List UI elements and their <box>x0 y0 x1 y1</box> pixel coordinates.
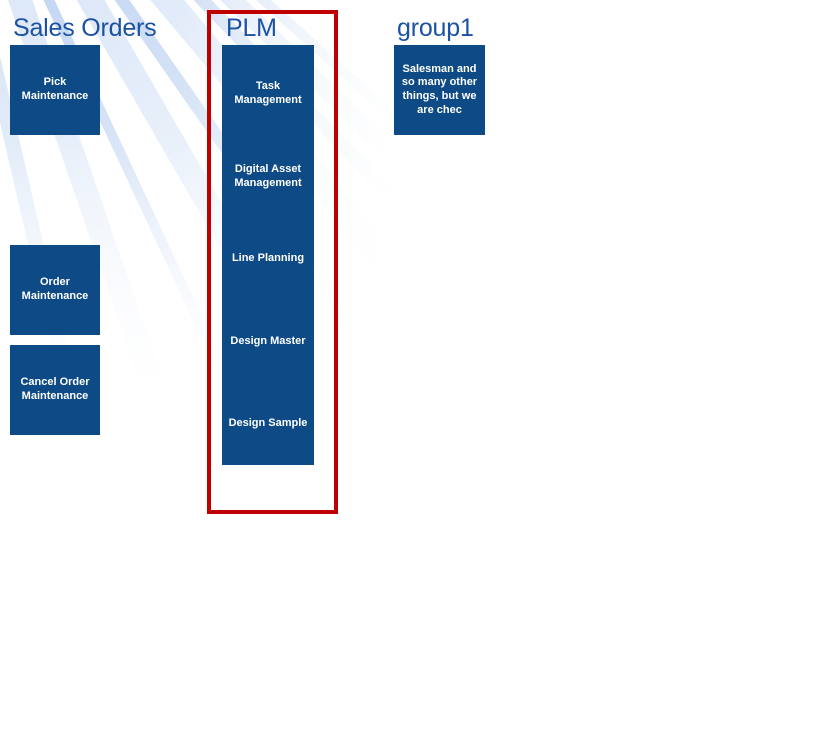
tile-salesman[interactable]: Salesman and so many other things, but w… <box>394 45 485 135</box>
tile-label: Salesman and so many other things, but w… <box>401 62 478 116</box>
tile-label: Line Planning <box>231 252 305 265</box>
tile-label: Design Master <box>230 334 306 347</box>
section-title-group1: group1 <box>397 14 474 42</box>
tile-design-master[interactable]: Design Master <box>222 300 314 382</box>
tile-label: Digital Asset Management <box>234 162 302 189</box>
tile-label: Design Sample <box>228 416 308 429</box>
tile-task-management[interactable]: Task Management <box>222 53 314 135</box>
tile-order-maintenance[interactable]: Order Maintenance <box>10 245 100 335</box>
section-title-plm: PLM <box>226 14 277 42</box>
tile-label: Order Maintenance <box>21 276 89 302</box>
tile-line-planning[interactable]: Line Planning <box>222 218 314 300</box>
tile-pick-maintenance[interactable]: Pick Maintenance <box>10 45 100 135</box>
tile-label: Pick Maintenance <box>21 76 89 102</box>
plm-tile-stack: Task Management Digital Asset Management… <box>222 45 314 465</box>
section-title-sales-orders: Sales Orders <box>13 14 157 42</box>
tile-label: Cancel Order Maintenance <box>20 376 90 402</box>
tile-cancel-order-maintenance[interactable]: Cancel Order Maintenance <box>10 345 100 435</box>
tile-digital-asset-management[interactable]: Digital Asset Management <box>222 135 314 217</box>
tile-design-sample[interactable]: Design Sample <box>222 383 314 465</box>
tile-label: Task Management <box>234 80 302 107</box>
